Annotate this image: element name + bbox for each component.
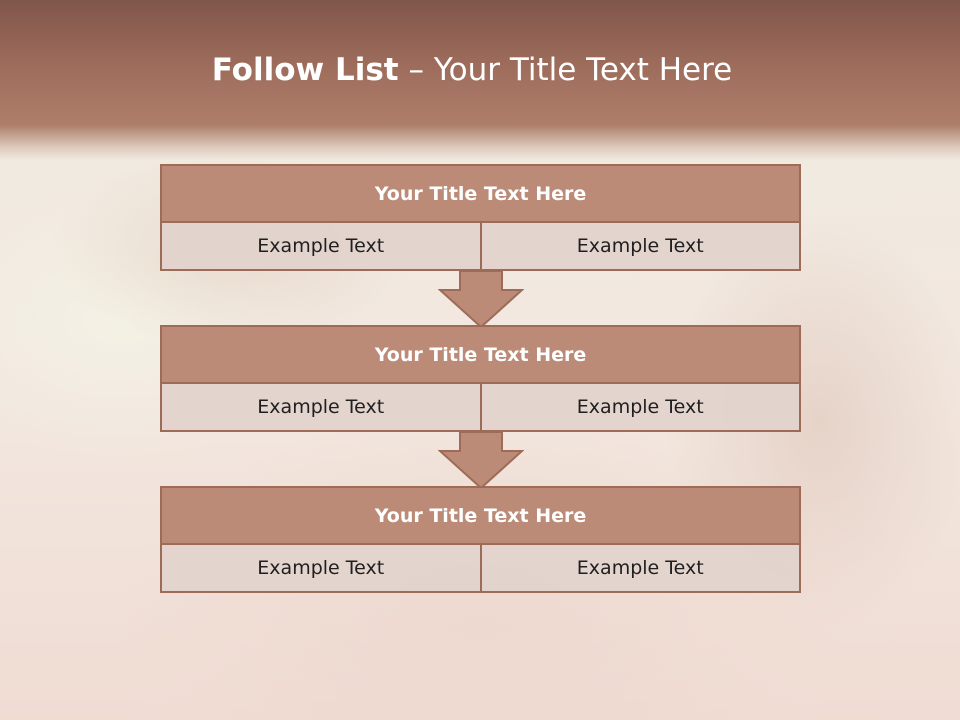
block-cell-right: Example Text bbox=[479, 545, 800, 591]
block-cell-right: Example Text bbox=[479, 384, 800, 430]
slide-title: Follow List – Your Title Text Here bbox=[0, 52, 944, 88]
slide-title-bold: Follow List bbox=[211, 52, 399, 88]
block-cell-right: Example Text bbox=[479, 223, 800, 269]
block-cell-left: Example Text bbox=[257, 396, 385, 418]
down-arrow-icon bbox=[438, 270, 524, 328]
block-title: Your Title Text Here bbox=[162, 166, 799, 223]
block-row: Example Text Example Text bbox=[162, 223, 799, 269]
list-block-3: Your Title Text Here Example Text Exampl… bbox=[160, 486, 801, 593]
list-block-1: Your Title Text Here Example Text Exampl… bbox=[160, 164, 801, 271]
header-band bbox=[0, 0, 960, 160]
block-cell-left: Example Text bbox=[257, 557, 385, 579]
block-title: Your Title Text Here bbox=[162, 327, 799, 384]
block-row: Example Text Example Text bbox=[162, 384, 799, 430]
block-cell-left: Example Text bbox=[257, 235, 385, 257]
slide-title-rest: – Your Title Text Here bbox=[408, 52, 733, 88]
block-row: Example Text Example Text bbox=[162, 545, 799, 591]
block-title: Your Title Text Here bbox=[162, 488, 799, 545]
down-arrow-icon bbox=[438, 431, 524, 489]
list-block-2: Your Title Text Here Example Text Exampl… bbox=[160, 325, 801, 432]
